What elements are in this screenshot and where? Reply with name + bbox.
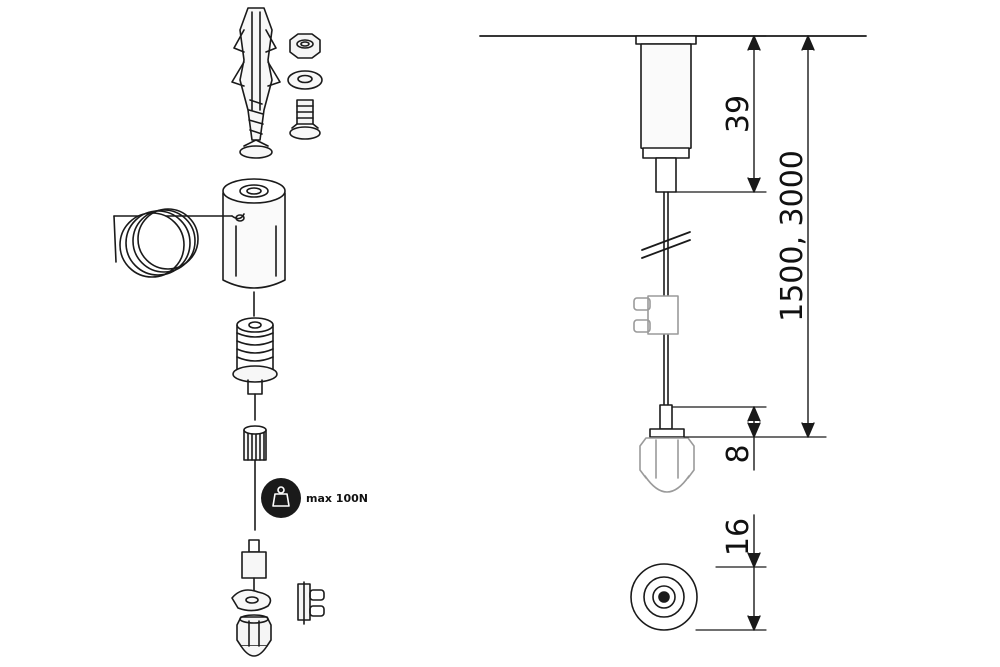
dim-nut-height: 16 [721, 518, 756, 556]
knurled-sleeve [243, 425, 267, 531]
end-gripper [649, 404, 685, 438]
fixture-body [635, 35, 697, 193]
ceiling-cup [222, 178, 286, 317]
terminal-block [297, 581, 325, 625]
weight-icon [272, 486, 290, 507]
dome-nut [236, 614, 272, 657]
dimension-arrows [747, 35, 815, 631]
cable-connector [633, 295, 679, 335]
grub-screw [289, 99, 321, 140]
exploded-assembly: max 100N [113, 7, 368, 657]
wall-plug [231, 7, 281, 159]
dimension-drawing: 39 1500, 3000 8 16 [479, 35, 867, 631]
hex-nut [289, 33, 321, 59]
end-nut [639, 437, 695, 493]
cable-coil [113, 208, 233, 278]
weight-label: max 100N [306, 492, 368, 505]
dim-fixture-height: 39 [721, 95, 756, 133]
bottom-gripper [241, 539, 267, 593]
dim-cable-length: 1500, 3000 [775, 150, 810, 322]
shaped-washer [231, 589, 272, 612]
weight-badge: max 100N [261, 478, 368, 518]
dim-bottom-height: 8 [721, 444, 756, 463]
washer [287, 70, 323, 90]
threaded-gripper [232, 317, 278, 421]
nut-top-view [630, 563, 698, 631]
